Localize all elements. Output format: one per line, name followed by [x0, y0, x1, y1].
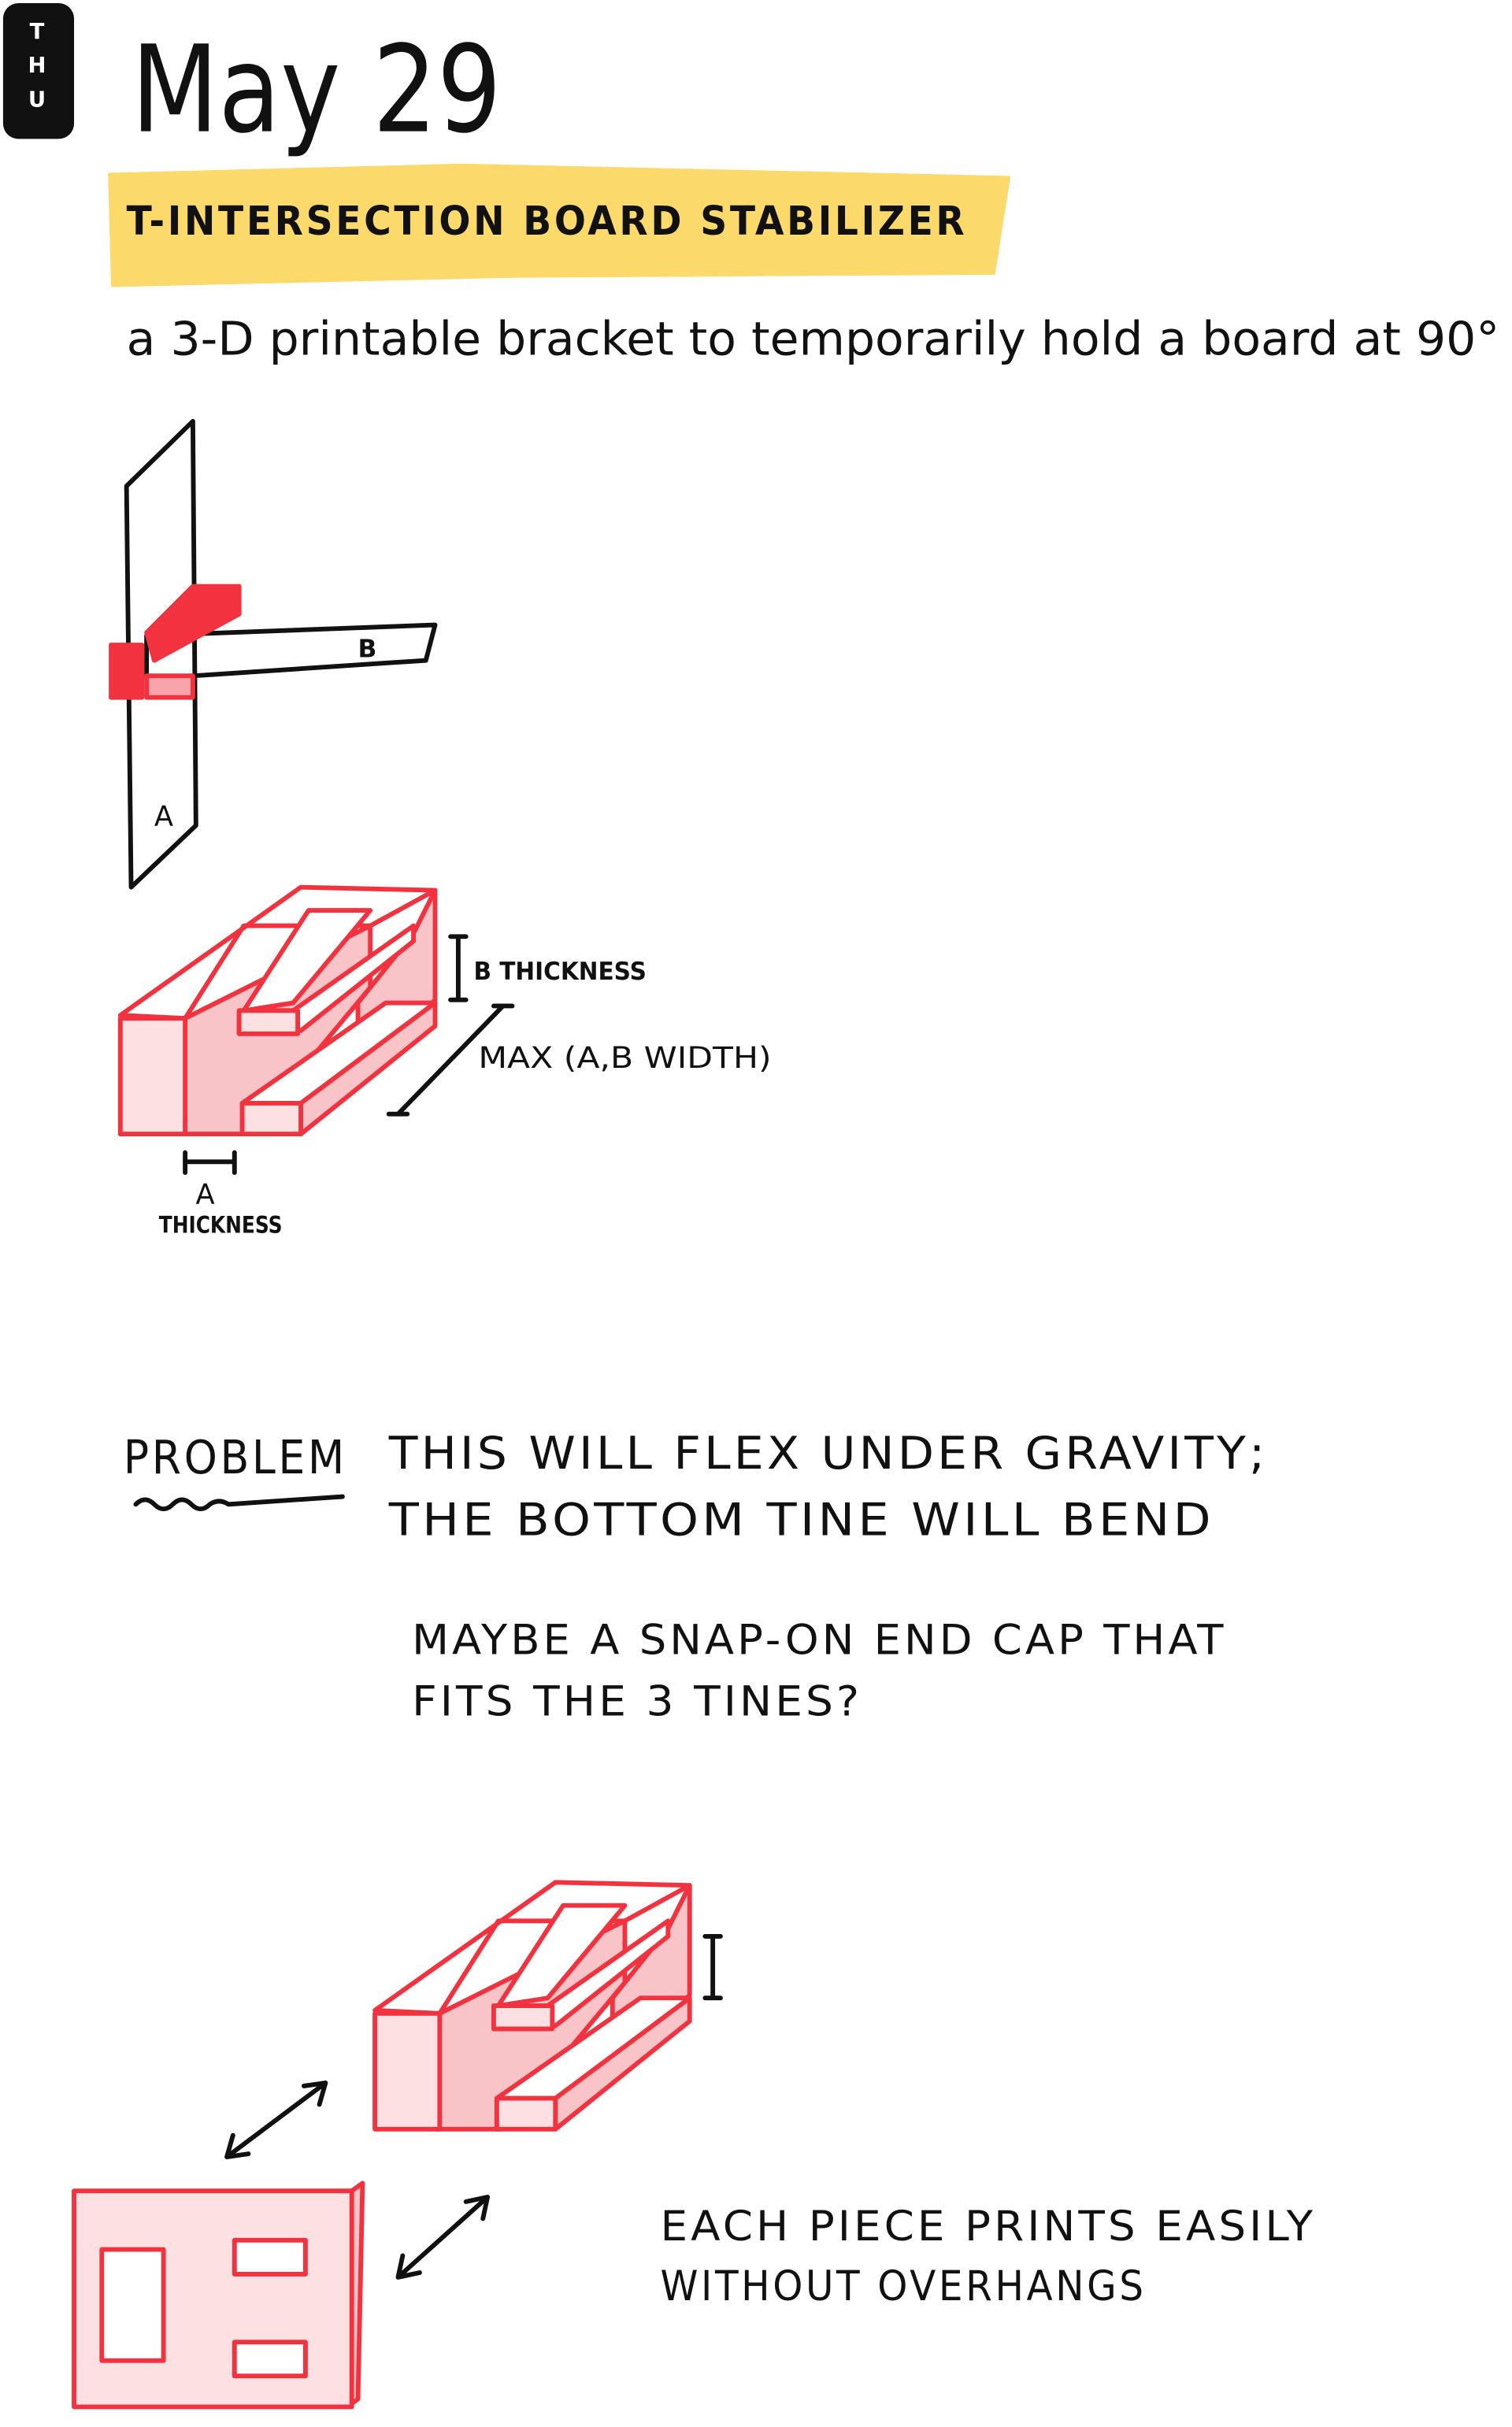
title-highlight	[108, 163, 1011, 287]
bracket-side	[109, 643, 145, 700]
weekday-letter: H	[28, 54, 46, 78]
board-b-label: B	[358, 635, 377, 664]
bracket-dimension-sketch: B THICKNESS MAX (A,B WIDTH) A THICKNESS	[120, 887, 772, 1238]
board-a	[124, 419, 198, 890]
subtitle: a 3-D printable bracket to temporarily h…	[127, 312, 1500, 366]
idea-line: FITS THE 3 TINES?	[412, 1678, 862, 1726]
a-thickness-label: THICKNESS	[159, 1211, 283, 1238]
problem-underline	[133, 1494, 345, 1512]
max-width-label: MAX (A,B WIDTH)	[478, 1040, 771, 1075]
weekday-letter: U	[28, 87, 46, 112]
conclusion-line: WITHOUT OVERHANGS	[661, 2262, 1147, 2310]
end-cap	[72, 2181, 365, 2410]
double-arrow-icon	[224, 2081, 328, 2159]
date-heading: May 29	[132, 20, 502, 161]
board-b	[144, 622, 438, 682]
problem-line: THIS WILL FLEX UNDER GRAVITY;	[388, 1428, 1269, 1480]
weekday-badge: T H U	[2, 3, 75, 139]
bracket-top	[144, 584, 242, 663]
weekday-letter: T	[30, 20, 45, 44]
bracket-with-end-cap-sketch	[72, 1882, 723, 2410]
board-a-label: A	[154, 800, 173, 832]
conclusion-line: EACH PIECE PRINTS EASILY	[661, 2203, 1317, 2251]
page-title: T-INTERSECTION BOARD STABILIZER	[127, 198, 968, 245]
idea-line: MAYBE A SNAP-ON END CAP THAT	[412, 1616, 1226, 1664]
problem-label: PROBLEM	[124, 1430, 347, 1484]
problem-line: THE BOTTOM TINE WILL BEND	[388, 1494, 1214, 1546]
t-intersection-sketch: A B	[109, 419, 438, 890]
b-thickness-label: B THICKNESS	[473, 958, 646, 986]
a-label: A	[196, 1178, 215, 1210]
double-arrow-icon	[395, 2195, 491, 2280]
